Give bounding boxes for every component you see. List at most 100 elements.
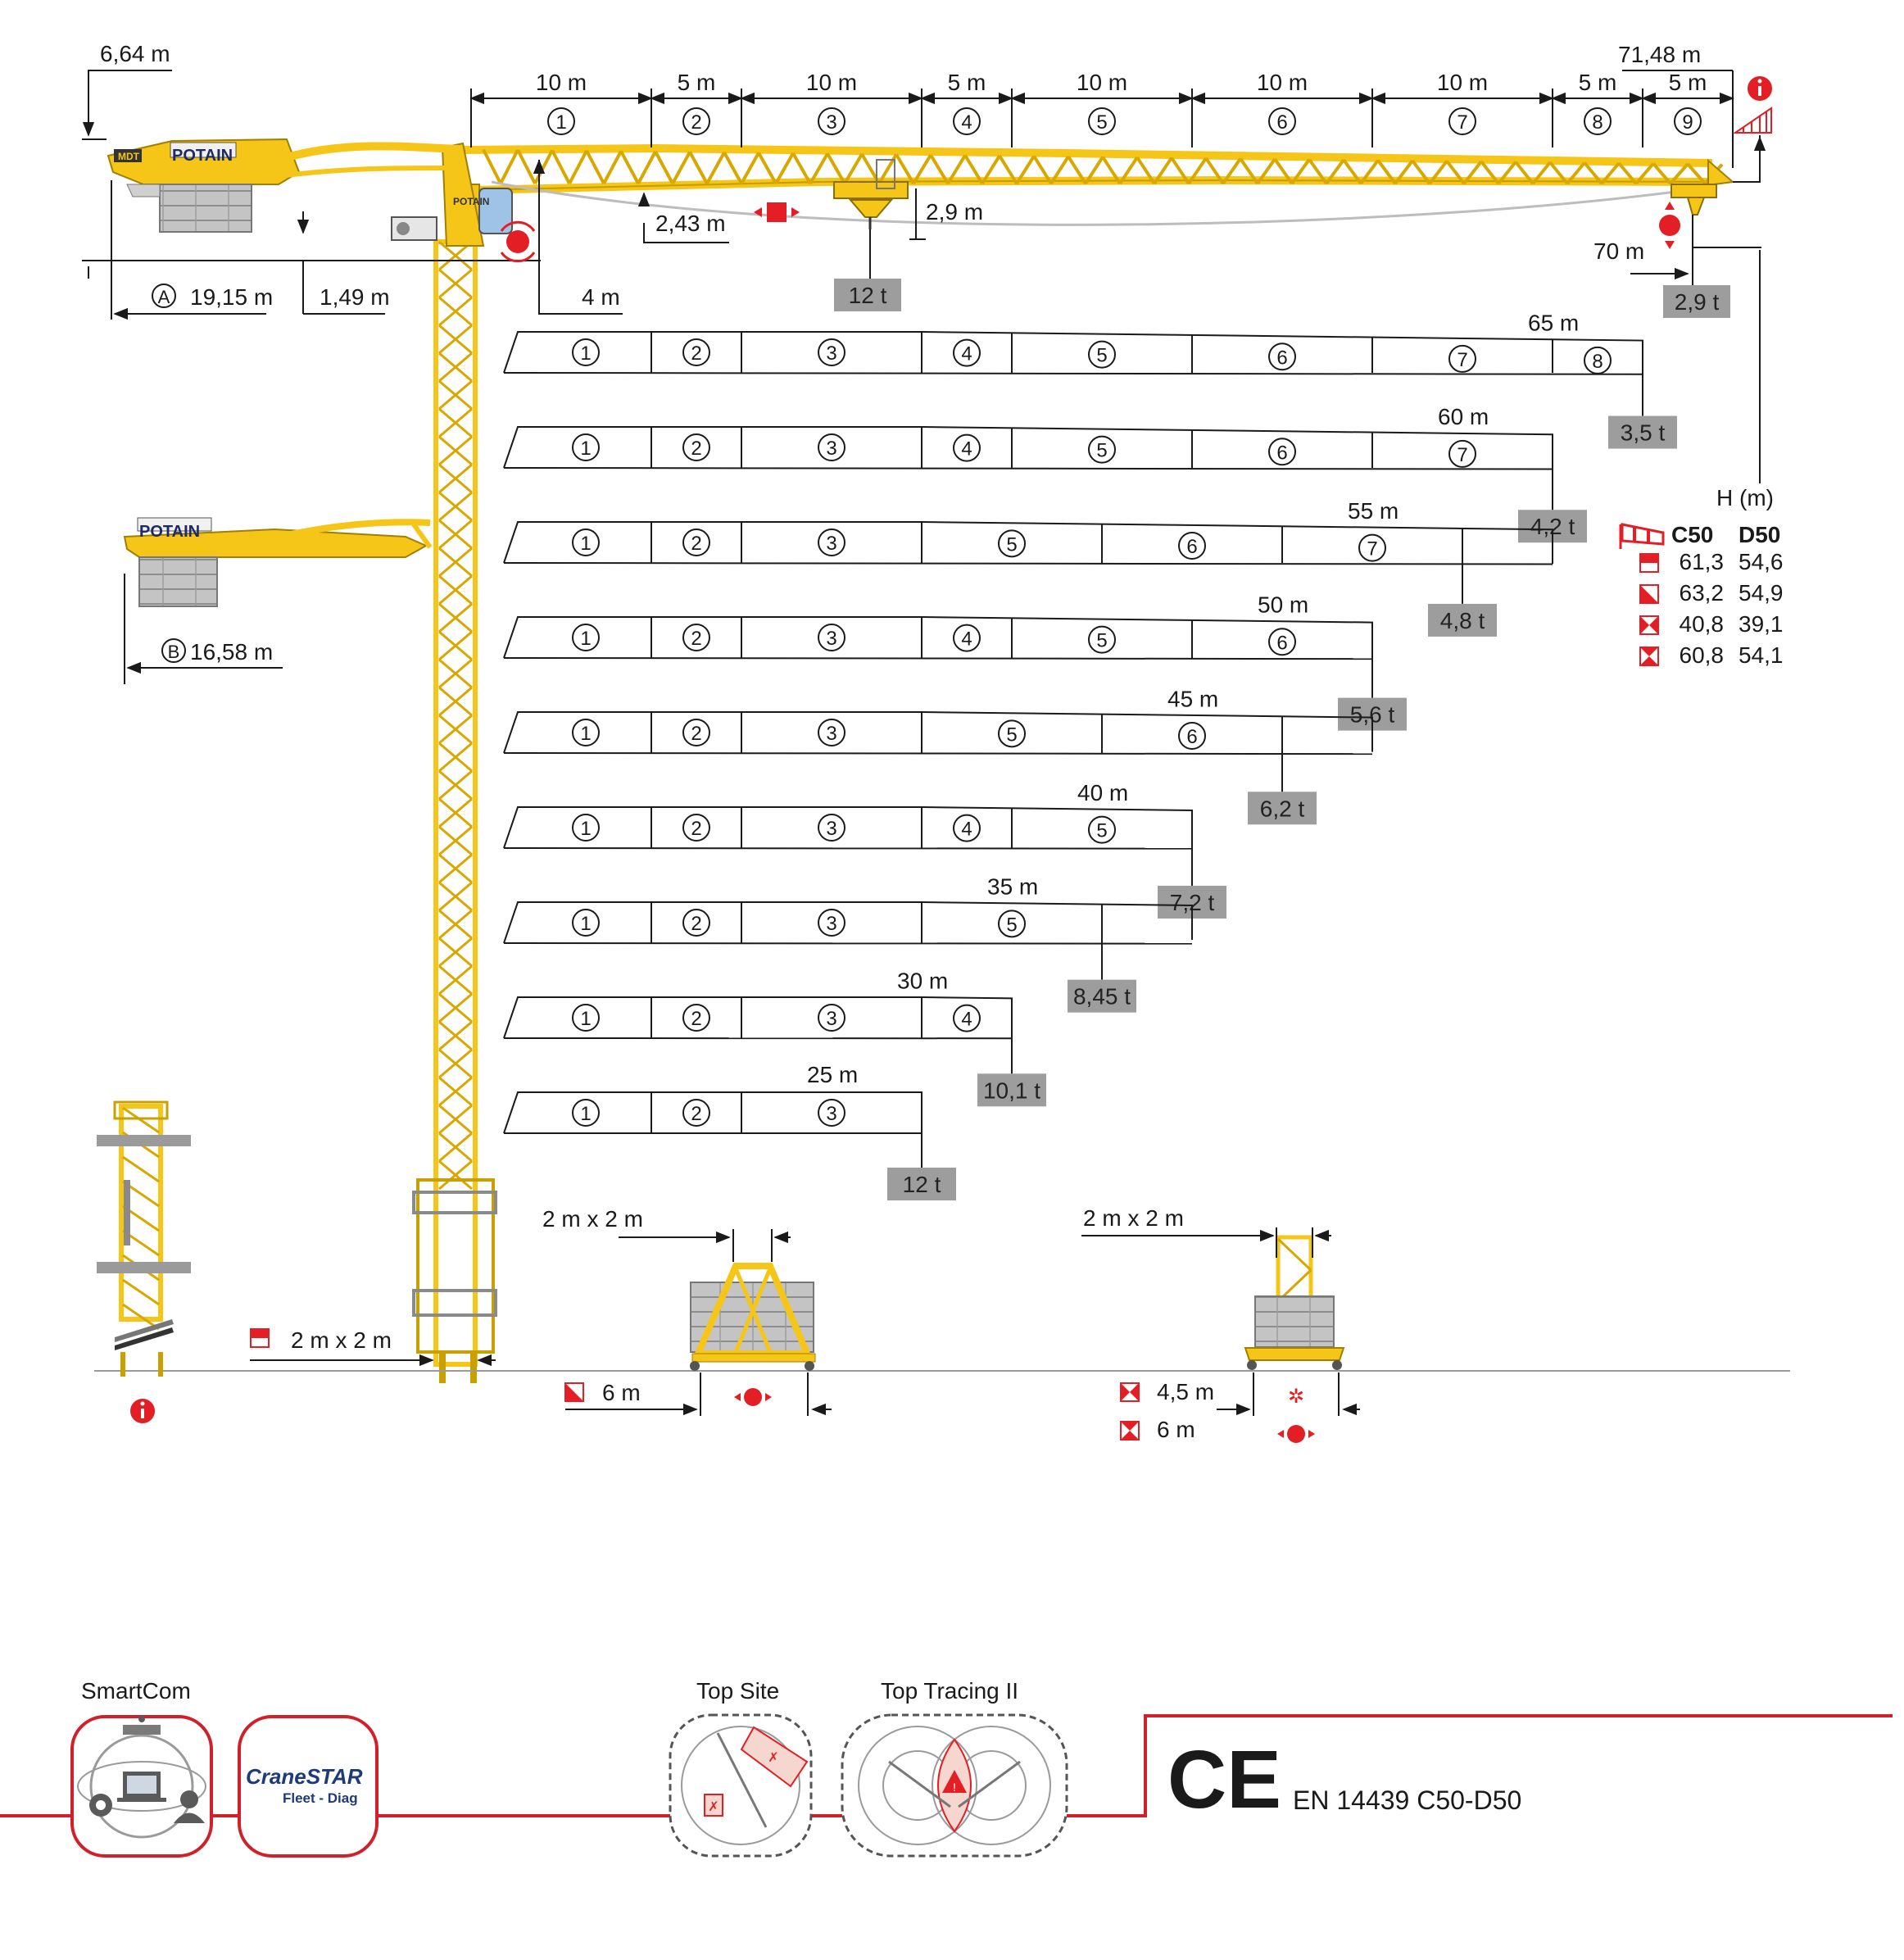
topsite-badge[interactable]: ✗ ✗ [669, 1713, 813, 1858]
config-section-number: 2 [691, 1008, 701, 1030]
height-table-col-c50: C50 [1671, 522, 1713, 547]
jib-section-length: 10 m [1437, 70, 1488, 95]
config-length-label: 30 m [897, 968, 948, 993]
config-section-number: 3 [826, 1008, 836, 1030]
smartcom-badge[interactable] [70, 1715, 213, 1858]
counterweight-ballast [159, 184, 252, 233]
jib-section-dim-5: 10 m5 [1010, 70, 1194, 147]
config-section-number: 4 [961, 438, 972, 461]
climbing-frame-drawing [97, 1100, 191, 1377]
jib-section-number: 1 [555, 111, 566, 134]
config-section-number: 7 [1457, 444, 1467, 466]
config-section-number: 5 [1096, 630, 1107, 652]
jib-section-dim-4: 5 m4 [920, 70, 1013, 147]
config-section-number: 5 [1006, 724, 1017, 746]
config-length-label: 25 m [807, 1062, 858, 1087]
counter-jib-a: MDT POTAIN [107, 138, 460, 233]
height-d50-value: 54,9 [1739, 580, 1784, 606]
jib-section-number: 2 [691, 111, 701, 134]
server-icon [123, 1725, 161, 1735]
config-load-label: 4,8 t [1440, 608, 1485, 633]
config-section-number: 1 [580, 438, 591, 460]
warning-icon [942, 1770, 967, 1793]
config-section-number: 5 [1096, 345, 1107, 367]
tip-radius-label: 70 m [1593, 238, 1644, 264]
ballast-track-label: 6 m [602, 1380, 641, 1405]
config-section-number: 3 [826, 1103, 836, 1125]
hoist-winch [391, 216, 437, 241]
jib-section-number: 8 [1592, 111, 1603, 134]
letter-a-badge: A [152, 284, 176, 308]
travelling-6-icon [1639, 647, 1659, 666]
jib-section-number: 6 [1276, 111, 1287, 134]
mast-section-label: 2 m x 2 m [291, 1327, 392, 1353]
config-section-number: 2 [691, 438, 701, 460]
travel-icon [1277, 1425, 1315, 1443]
smartcom-label: SmartCom [81, 1678, 191, 1704]
config-section-number: 3 [826, 533, 836, 555]
config-load-label: 6,2 t [1260, 796, 1305, 821]
cranestar-badge[interactable]: CraneSTAR Fleet - Diag [238, 1715, 379, 1858]
ballast-mast-label: 2 m x 2 m [542, 1206, 643, 1232]
height-d50-value: 54,6 [1739, 549, 1784, 574]
rail-mast-label: 2 m x 2 m [1083, 1205, 1184, 1231]
travelling-6-icon [1120, 1421, 1140, 1441]
config-section-number: 3 [826, 438, 836, 460]
svg-text:CE: CE [1167, 1734, 1281, 1826]
user-icon [180, 1790, 198, 1808]
config-load-box [1068, 979, 1136, 1013]
config-section-number: 2 [691, 533, 701, 555]
counterjib-b-label: 16,58 m [190, 639, 273, 665]
config-section-number: 4 [961, 1009, 972, 1031]
config-section-number: 8 [1592, 351, 1603, 373]
config-section-number: 2 [691, 1103, 701, 1125]
config-length-label: 65 m [1528, 311, 1579, 336]
config-length-label: 60 m [1438, 404, 1489, 429]
config-section-number: 2 [691, 628, 701, 650]
wind-gradient-icon [1732, 107, 1772, 134]
svg-text:A: A [158, 287, 170, 307]
config-section-number: 5 [1006, 914, 1017, 936]
config-section-number: 7 [1367, 538, 1377, 560]
cranestar-sub: Fleet - Diag [283, 1790, 358, 1806]
ballasted-base-drawing [690, 1263, 816, 1371]
height-table-header: H (m) [1716, 485, 1774, 510]
config-section-number: 1 [580, 1008, 591, 1030]
height-row: 63,2 54,9 [1639, 580, 1784, 606]
config-load-label: 10,1 t [983, 1078, 1040, 1103]
config-section-number: 1 [580, 628, 591, 650]
config-section-number: 2 [691, 723, 701, 745]
counterjib-a-walkway [170, 142, 237, 158]
toptracing-badge[interactable]: ! [841, 1713, 1068, 1858]
config-section-number: 4 [961, 628, 972, 651]
main-jib: POTAIN [391, 142, 1735, 247]
height-d50-value: 39,1 [1739, 611, 1784, 637]
jib-config-row: 1 2 3 4 30 m 10,1 t [503, 968, 1046, 1107]
toptracing-label: Top Tracing II [881, 1678, 1018, 1704]
config-section-number: 3 [826, 913, 836, 935]
config-load-box [977, 1073, 1046, 1107]
jib-section-dim-9: 5 m9 [1641, 70, 1734, 147]
config-section-number: 5 [1096, 440, 1107, 462]
config-section-number: 4 [961, 343, 972, 365]
svg-text:B: B [168, 642, 180, 662]
jib-section-number: 9 [1682, 111, 1693, 134]
jib-section-dim-6: 10 m 6 [1190, 70, 1374, 147]
svg-text:12 t: 12 t [849, 283, 887, 308]
operator-cab [478, 188, 513, 234]
jib-section-dim-1: 10 m1 [469, 70, 653, 147]
counterjib-tag-text: MDT [118, 151, 140, 162]
jib-section-length: 10 m [1257, 70, 1308, 95]
height-c50-value: 63,2 [1680, 580, 1725, 606]
slew-offset-label: 4 m [582, 284, 620, 310]
